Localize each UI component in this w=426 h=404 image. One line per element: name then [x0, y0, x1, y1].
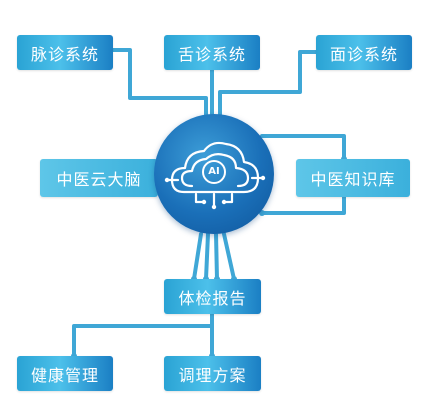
node-pulse-diagnosis: 脉诊系统 — [17, 35, 113, 70]
connector-report-3 — [214, 232, 219, 281]
ai-cloud-icon — [164, 141, 266, 210]
connector-health — [72, 312, 214, 358]
connector-face — [218, 50, 318, 120]
node-knowledge-base: 中医知识库 — [296, 159, 410, 197]
node-health-management: 健康管理 — [17, 356, 113, 391]
connector-knowledge-bottom — [260, 195, 346, 215]
ai-label: AI — [208, 166, 220, 177]
node-face-diagnosis: 面诊系统 — [316, 35, 412, 70]
hub-circle: AI — [154, 114, 274, 234]
connector-report-4 — [222, 232, 236, 281]
node-treatment-plan: 调理方案 — [164, 356, 261, 391]
node-cloud-brain: 中医云大脑 — [40, 159, 158, 197]
connector-report-1 — [192, 232, 203, 281]
node-tongue-diagnosis: 舌诊系统 — [164, 35, 260, 70]
connector-pulse — [111, 48, 208, 120]
connector-knowledge-top — [260, 134, 346, 161]
connector-report-2 — [204, 232, 210, 281]
node-health-report: 体检报告 — [164, 279, 261, 314]
